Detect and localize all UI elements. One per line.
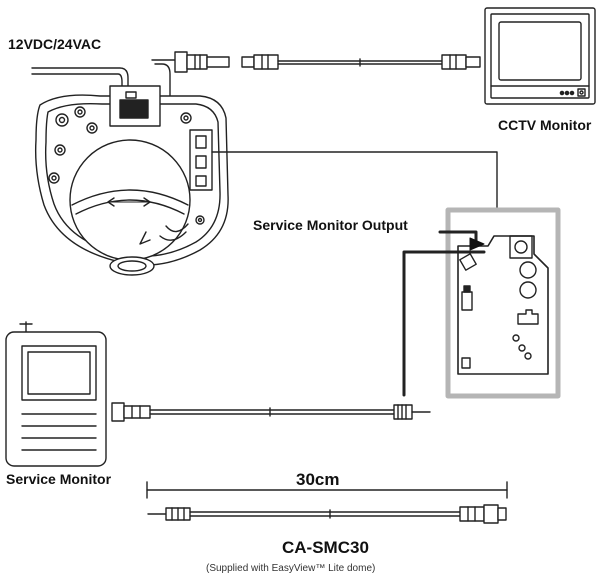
cable-model-label: CA-SMC30 [282,538,369,557]
service-monitor-output-board [445,207,561,399]
supplied-note: (Supplied with EasyView™ Lite dome) [206,563,376,574]
power-cable [31,59,181,99]
dome-camera [35,85,229,276]
bnc-connector-camera [174,51,279,73]
service-monitor-cable [111,402,431,422]
cctv-monitor-label: CCTV Monitor [498,117,592,133]
service-monitor-label: Service Monitor [6,471,112,487]
cable-length-label: 30cm [296,470,340,489]
output-arrows [402,230,486,397]
board-link-line [211,151,498,211]
service-monitor-output-label: Service Monitor Output [253,217,408,233]
dimension-line [146,481,508,499]
cctv-monitor [484,7,596,105]
power-label: 12VDC/24VAC [8,36,102,52]
service-monitor [5,321,107,467]
coax-cable-cctv [277,54,481,70]
ca-smc30-cable [147,504,507,524]
